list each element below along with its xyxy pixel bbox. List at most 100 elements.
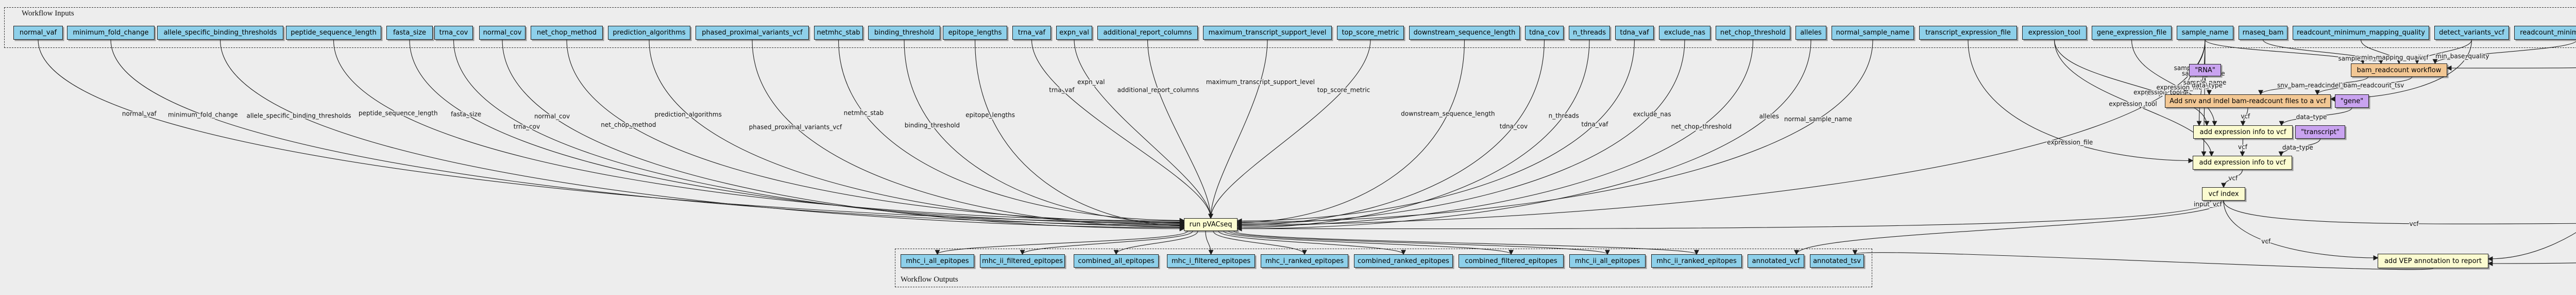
edge-reference_fasta-to-bam_readcount: [2446, 65, 2576, 71]
edge-binding_threshold-to-run_pvacseq: [904, 39, 1185, 226]
edge-tdna_cov-to-run_pvacseq: [1236, 39, 1545, 228]
output-node-combined_all_epitopes[interactable]: combined_all_epitopes: [1074, 254, 1159, 268]
input-node-alleles[interactable]: alleles: [1795, 26, 1826, 40]
input-node-detect_variants_vcf[interactable]: detect_variants_vcf: [2434, 26, 2509, 40]
output-node-mhc_i_all_epitopes[interactable]: mhc_i_all_epitopes: [901, 254, 974, 268]
input-node-allele_specific_binding_thresholds[interactable]: allele_specific_binding_thresholds: [157, 26, 283, 40]
input-node-gene_expression_file[interactable]: gene_expression_file: [2092, 26, 2172, 40]
edge-transcript_expression_file-to-add_expr_2: [1968, 39, 2194, 163]
edge-run_pvacseq-to-mhc_i_ranked_epitopes: [1213, 231, 1307, 255]
edge-label-tdna_vaf: tdna_vaf: [1581, 121, 1608, 128]
edge-sample_name-to-run_pvacseq: [1236, 39, 2206, 227]
edge-label-epitope_lengths: epitope_lengths: [965, 111, 1015, 119]
edge-tdna_vaf-to-run_pvacseq: [1236, 39, 1635, 224]
input-node-normal_cov[interactable]: normal_cov: [479, 26, 526, 40]
input-node-readcount_minimum_base_quality[interactable]: readcount_minimum_base_quality: [2514, 26, 2576, 40]
edge-label-normal_sample_name: normal_sample_name: [1784, 116, 1852, 123]
edge-label-n_threads: n_threads: [1549, 112, 1579, 120]
output-node-annotated_tsv[interactable]: annotated_tsv: [1810, 254, 1864, 268]
constant-node-rna_const[interactable]: "RNA": [2189, 64, 2221, 76]
edge-vcf_index-to-run_pvacseq: [1236, 200, 2211, 232]
input-node-phased_proximal_variants_vcf[interactable]: phased_proximal_variants_vcf: [696, 26, 809, 40]
step-node-add_expr_2[interactable]: add expression info to vcf: [2193, 156, 2292, 170]
edge-maximum_transcript_support_level-to-run_pvacseq: [1208, 39, 1268, 219]
edge-n_threads-to-run_pvacseq: [1236, 39, 1590, 231]
edge-netmhc_stab-to-run_pvacseq: [838, 39, 1185, 223]
input-node-expn_val[interactable]: expn_val: [1056, 26, 1092, 40]
output-node-combined_ranked_epitopes[interactable]: combined_ranked_epitopes: [1354, 254, 1453, 268]
input-node-readcount_minimum_mapping_quality[interactable]: readcount_minimum_mapping_quality: [2293, 26, 2429, 40]
edge-minimum_fold_change-to-run_pvacseq: [110, 39, 1185, 228]
input-node-top_score_metric[interactable]: top_score_metric: [1337, 26, 1404, 40]
input-node-netmhc_stab[interactable]: netmhc_stab: [814, 26, 863, 40]
edge-vep_to_table_fields-to-add_vep: [2487, 232, 2576, 261]
edge-label-alleles: alleles: [1759, 112, 1779, 120]
edge-trna_cov-to-run_pvacseq: [453, 39, 1185, 229]
edge-run_pvacseq-to-combined_ranked_epitopes: [1218, 231, 1406, 255]
input-node-n_threads[interactable]: n_threads: [1569, 26, 1610, 40]
step-node-add_snv_indel[interactable]: Add snv and indel bam-readcount files to…: [2165, 94, 2331, 108]
step-node-run_pvacseq[interactable]: run pVACseq: [1184, 218, 1238, 231]
edge-add_vep-to-annotated_tsv: [1853, 250, 2434, 270]
input-node-trna_vaf[interactable]: trna_vaf: [1012, 26, 1051, 40]
edge-label-vcf: vcf: [2410, 220, 2419, 227]
input-node-epitope_lengths[interactable]: epitope_lengths: [943, 26, 1007, 40]
input-node-rnaseq_bam[interactable]: rnaseq_bam: [2239, 26, 2287, 40]
edge-rnaseq_bam-to-bam_readcount: [2262, 39, 2384, 64]
step-node-add_expr_1[interactable]: add expression info to vcf: [2193, 125, 2293, 139]
edge-bam_readcount-to-add_snv_indel: [2258, 76, 2369, 95]
step-node-add_vep[interactable]: add VEP annotation to report: [2378, 254, 2488, 268]
output-node-mhc_i_filtered_epitopes[interactable]: mhc_i_filtered_epitopes: [1167, 254, 1255, 268]
edge-label-sample_name: sample_name: [2183, 79, 2227, 86]
input-node-normal_vaf[interactable]: normal_vaf: [13, 26, 63, 40]
output-node-mhc_ii_all_epitopes[interactable]: mhc_ii_all_epitopes: [1569, 254, 1646, 268]
input-node-expression_tool[interactable]: expression_tool: [2022, 26, 2087, 40]
edge-label-phased_proximal_variants_vcf: phased_proximal_variants_vcf: [749, 124, 842, 131]
input-node-fasta_size[interactable]: fasta_size: [386, 26, 433, 40]
step-node-bam_readcount[interactable]: bam_readcount workflow: [2351, 63, 2447, 77]
input-node-net_chop_method[interactable]: net_chop_method: [531, 26, 603, 40]
edge-label-data_type: data_type: [2296, 113, 2327, 121]
input-node-tdna_vaf[interactable]: tdna_vaf: [1615, 26, 1654, 40]
input-node-peptide_sequence_length[interactable]: peptide_sequence_length: [286, 26, 381, 40]
edge-label-top_score_metric: top_score_metric: [1317, 86, 1370, 93]
output-node-mhc_ii_filtered_epitopes[interactable]: mhc_ii_filtered_epitopes: [980, 254, 1065, 268]
edge-normal_sample_name-to-run_pvacseq: [1236, 39, 1873, 225]
edge-label-vcf: vcf: [2241, 113, 2250, 120]
input-node-prediction_algorithms[interactable]: prediction_algorithms: [608, 26, 690, 40]
edge-epitope_lengths-to-run_pvacseq: [974, 39, 1185, 228]
input-node-tdna_cov[interactable]: tdna_cov: [1525, 26, 1564, 40]
edge-readcount_minimum_mapping_quality-to-bam_readcount: [2360, 39, 2402, 64]
constant-node-gene_const[interactable]: "gene": [2335, 94, 2369, 108]
edge-normal_vaf-to-run_pvacseq: [38, 39, 1185, 225]
edge-bam_readcount-to-add_snv_indel: [2315, 76, 2413, 95]
input-node-maximum_transcript_support_level[interactable]: maximum_transcript_support_level: [1203, 26, 1332, 40]
edge-label-input_vcf: input_vcf: [2194, 201, 2223, 208]
step-node-vcf_index[interactable]: vcf index: [2202, 187, 2245, 201]
edge-detect_variants_vcf-to-bam_readcount: [2414, 39, 2472, 64]
output-node-mhc_ii_ranked_epitopes[interactable]: mhc_ii_ranked_epitopes: [1651, 254, 1742, 268]
edge-sample_name-to-bam_readcount: [2205, 39, 2366, 64]
edge-label-prediction_algorithms: prediction_algorithms: [655, 111, 722, 118]
input-node-additional_report_columns[interactable]: additional_report_columns: [1097, 26, 1198, 40]
input-node-trna_cov[interactable]: trna_cov: [434, 26, 473, 40]
edge-additional_report_columns-to-run_pvacseq: [1147, 39, 1213, 219]
input-node-downstream_sequence_length[interactable]: downstream_sequence_length: [1409, 26, 1520, 40]
input-node-sample_name[interactable]: sample_name: [2177, 26, 2233, 40]
input-node-normal_sample_name[interactable]: normal_sample_name: [1832, 26, 1914, 40]
input-node-net_chop_threshold[interactable]: net_chop_threshold: [1716, 26, 1790, 40]
input-node-exclude_nas[interactable]: exclude_nas: [1659, 26, 1710, 40]
edge-label-sample: sample: [2338, 55, 2361, 62]
input-node-binding_threshold[interactable]: binding_threshold: [868, 26, 940, 40]
input-node-minimum_fold_change[interactable]: minimum_fold_change: [67, 26, 155, 40]
edge-label-fasta_size: fasta_size: [451, 110, 481, 118]
edge-run_pvacseq-to-mhc_ii_ranked_epitopes: [1233, 231, 1699, 255]
edge-rna_const-to-add_snv_indel: [2205, 76, 2212, 95]
input-node-transcript_expression_file[interactable]: transcript_expression_file: [1919, 26, 2017, 40]
output-node-combined_filtered_epitopes[interactable]: combined_filtered_epitopes: [1459, 254, 1564, 268]
output-node-annotated_vcf[interactable]: annotated_vcf: [1748, 254, 1804, 268]
output-node-mhc_i_ranked_epitopes[interactable]: mhc_i_ranked_epitopes: [1261, 254, 1348, 268]
constant-node-transcript_const[interactable]: "transcript": [2295, 125, 2345, 139]
edge-label-vcf: vcf: [2419, 54, 2429, 61]
